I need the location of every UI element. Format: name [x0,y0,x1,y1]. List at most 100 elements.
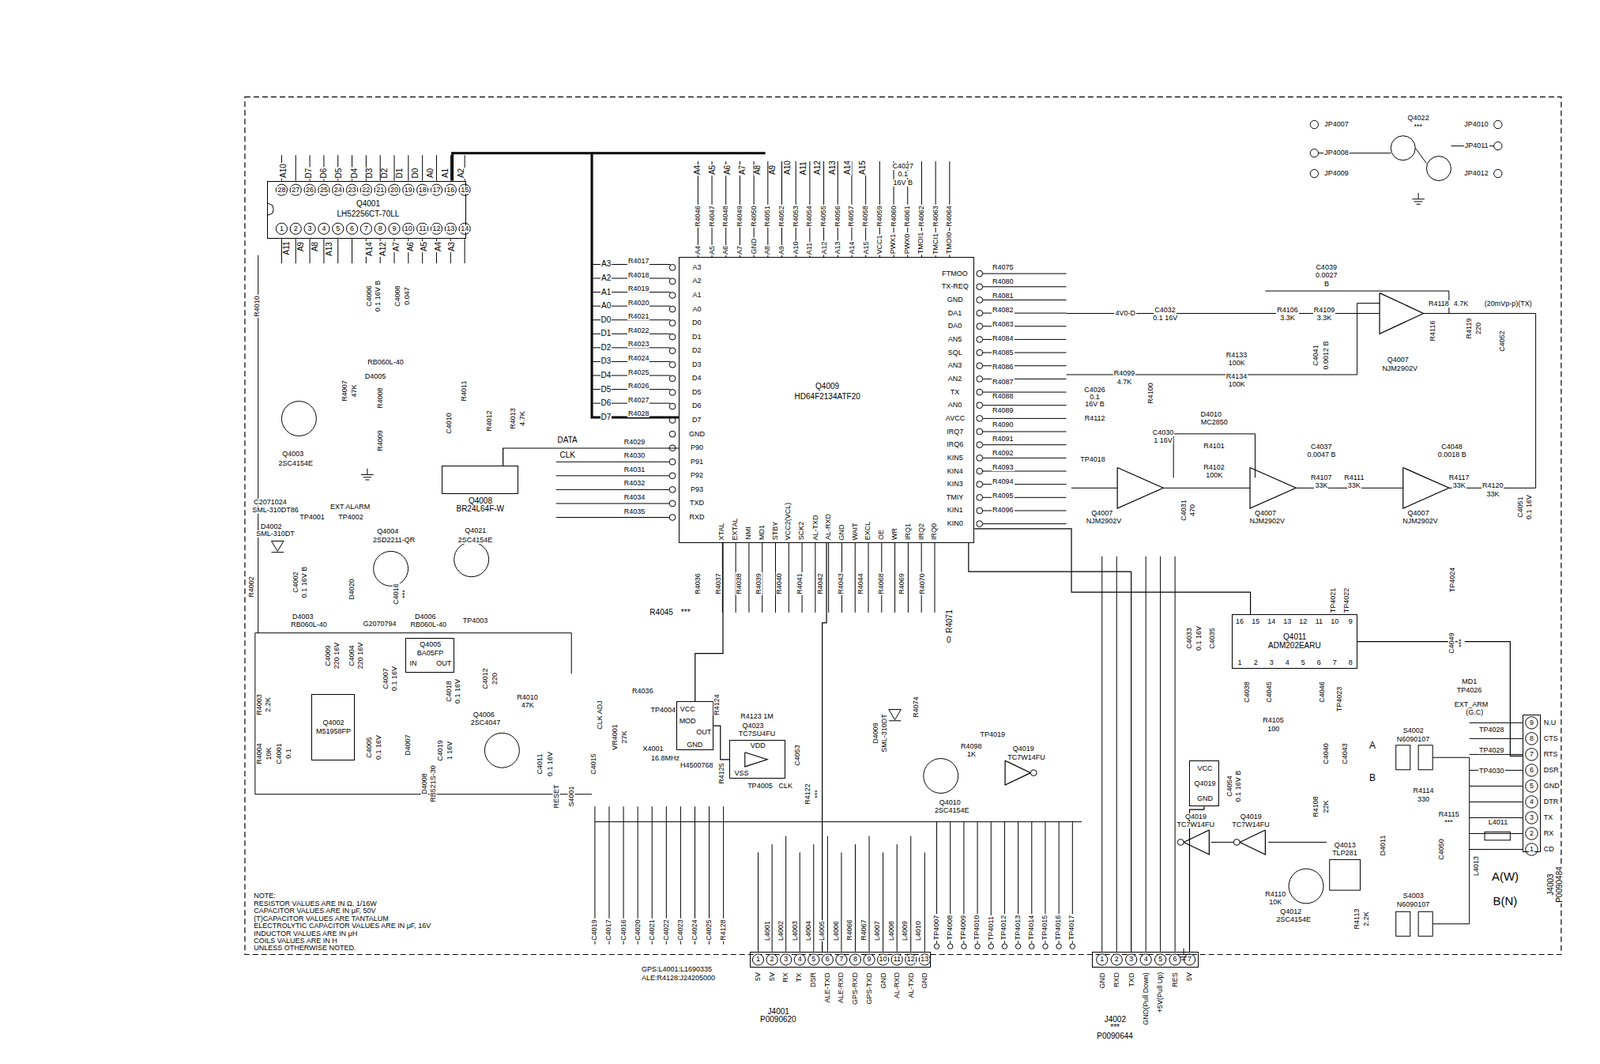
part-label: 19 [403,186,414,194]
part-label: 16V B [892,179,914,187]
part-label: R4133 [1225,351,1249,359]
part-label: 2SD2211-QR [372,536,416,544]
part-label: RB060L-40 [409,621,448,629]
part-label: N.U [1543,719,1558,727]
part-label: RXD [688,513,706,521]
inverter-symbol [1239,829,1265,855]
part-label: JP4008 [1323,149,1350,157]
part-name: VCC [1196,764,1213,772]
part-name: Q4009 [814,382,840,391]
pin-circle [849,953,861,965]
part-label: Q4019 [1239,813,1263,821]
part-label: C4037 [1310,443,1333,451]
part-label: EXT_ARM [1453,700,1490,708]
part-name: J4003 [1547,873,1555,896]
inverter-bubble [1233,839,1240,846]
part-label: KIN0 [946,519,964,528]
part-label: TC7W14FU [1006,753,1047,761]
part-label: A0 [692,305,703,313]
part-label: A1 [442,167,451,179]
pin-circle [669,305,676,313]
wire-connector [452,153,679,418]
pin-circle [976,362,983,369]
schematic-wire [556,474,671,476]
part-label: D1 [691,333,703,341]
pin-circle [976,349,983,356]
part-label: 0.1 16V [375,734,383,761]
part-label: C4001 [275,741,283,765]
part-label: 4.7K [1116,378,1134,386]
part-label: VCC2(VCL) [785,501,793,542]
part-label: 12 [1298,617,1308,625]
part-label: WAIT [851,521,859,541]
pin-circle [275,222,287,234]
part-label: +5V(Pull Up) [1156,971,1164,1013]
part-label: C4032 [1153,306,1177,314]
part-label: AN0 [947,401,964,409]
part-label: R4099 [1113,369,1137,377]
schematic-wire [982,431,1067,433]
part-label: *** [1457,637,1465,648]
pin-circle [821,953,833,965]
part-label: 220 16V [334,640,342,670]
part-label: 0.1 16V B [301,564,309,599]
part-label: R4036 [631,687,655,695]
part-label: D5 [335,166,344,179]
part-label: ELECTROLYTIC CAPACITOR VALUES ARE IN μF,… [252,922,432,930]
part-label: D4003 [291,613,315,621]
part-label: 13 [445,225,456,233]
part-label: C4045 [1265,680,1273,704]
part-label: RB060L-40 [289,621,328,629]
part-name: P0090620 [759,1015,798,1024]
part-label: 5V [754,971,762,982]
test-point [933,943,939,949]
schematic-wire [295,238,297,264]
inverter-bubble [1030,769,1037,776]
part-label: TP4023 [1336,685,1344,713]
part-label: C4023 [677,918,685,942]
part-label: 7 [1528,750,1535,758]
wire-connector [1357,641,1523,757]
part-label: C4016 [619,918,627,942]
part-label: GND [879,971,887,989]
schematic-wire [1177,953,1190,955]
part-label: C4008 [394,284,402,308]
part-label: Q4010 [938,798,962,806]
test-point [1042,943,1048,949]
part-label: 0.1 16V [391,665,399,692]
part-label: 1 [1237,658,1243,667]
pin-circle [417,184,429,196]
pin-circle [1525,764,1538,776]
part-label: L4009 [901,919,909,942]
part-label: R4034 [623,493,647,501]
part-label: 8 [1528,734,1535,742]
part-label: SML-310DT86 [251,506,300,514]
part-label: D7 [600,413,613,422]
part-label: A5 [708,244,716,256]
part-label: R4009 [376,429,384,453]
pin-circle [976,297,983,304]
schematic-wire [363,476,372,478]
part-label: C4049 [1448,631,1456,655]
pin-circle [430,184,442,196]
pin-circle [374,184,386,196]
part-label: P90 [689,444,704,452]
part-label: Q4006 [472,711,496,719]
part-label: TMOI0 [945,231,953,256]
schematic-wire [556,502,671,504]
pin-circle [1525,795,1538,808]
part-label: INDUCTOR VALUES ARE IN μH [252,929,358,938]
part-label: A3 [692,263,703,272]
part-label: 16 [445,186,456,194]
schematic-wire [1469,816,1523,818]
part-label: 25 [319,186,329,194]
part-label: 33K [1452,481,1467,490]
part-label: *** [1413,123,1424,131]
part-label: C4010 [445,412,453,436]
schematic-wire [1173,432,1255,434]
inverter-bubble [1177,839,1184,846]
part-label: 14 [1266,617,1277,625]
test-point [1029,943,1035,949]
component-symbol [1396,745,1411,770]
part-label: 100 [1266,725,1280,733]
